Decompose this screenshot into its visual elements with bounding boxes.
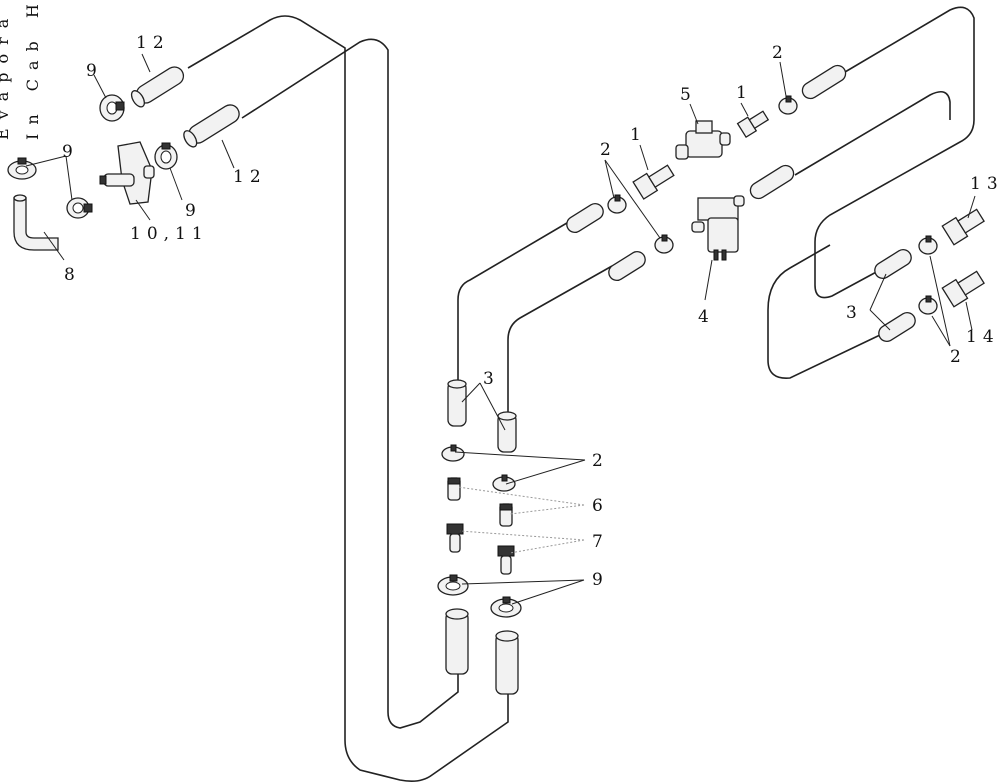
fitting-8-elbow	[13, 194, 59, 251]
callout-13: 13	[970, 174, 1000, 194]
fitting-1-center	[632, 164, 675, 200]
hose-routing	[187, 6, 975, 782]
callout-1-center: 1	[630, 125, 647, 145]
clamp-2-right-a	[918, 235, 938, 255]
hose-center-right	[507, 265, 613, 418]
clamp-2-right-b	[918, 295, 938, 315]
side-title-line1: Evapora	[0, 10, 12, 140]
clamp-2-vert-b	[492, 474, 516, 492]
callout-14: 14	[966, 327, 1000, 347]
callout-10-11: 10,11	[130, 224, 209, 244]
clamp-9-upper-left	[99, 94, 125, 122]
hose-segments	[130, 64, 916, 695]
side-title-line2: In Cab H	[23, 0, 42, 140]
fitting-6-a	[447, 477, 461, 501]
hose-piece-right-b	[878, 311, 916, 343]
fitting-7-b	[497, 545, 515, 575]
hose-piece-vert-3a-end	[447, 379, 467, 389]
hose-center-left	[457, 219, 573, 385]
fitting-14	[941, 270, 985, 308]
callout-2-center: 2	[600, 140, 617, 160]
callout-9-bottom: 9	[592, 570, 609, 590]
hose-piece-bottom-b-end	[495, 630, 519, 642]
callout-4: 4	[698, 307, 715, 327]
callout-6: 6	[592, 496, 609, 516]
clamp-9-far-left	[7, 157, 37, 180]
fitting-7-a	[446, 523, 464, 553]
clamp-9-bottom-b	[490, 596, 522, 618]
clamp-2-vert-a	[441, 444, 465, 462]
callouts: 1 1 2 2 2 2 3 3 4 5 6 7 8 9 9 9 9 10,11 …	[62, 33, 1000, 590]
callout-7: 7	[592, 532, 609, 552]
callout-3-right: 3	[846, 303, 863, 323]
hose-lower-right	[767, 310, 881, 379]
leader-lines	[25, 53, 976, 605]
hose-piece-right-a	[874, 248, 912, 280]
hose-piece-12-upper	[130, 66, 185, 108]
callout-2-top: 2	[772, 43, 789, 63]
callout-9-left: 9	[62, 142, 79, 162]
hose-piece-center-a	[566, 202, 604, 234]
clamp-9-right-of-valve	[154, 142, 178, 170]
fitting-13	[941, 208, 985, 246]
clamp-9-bottom-a	[437, 574, 469, 596]
callout-12-upper: 12	[136, 33, 170, 53]
callout-3-vertical: 3	[483, 369, 500, 389]
hose-piece-vert-3b-end	[497, 411, 517, 421]
hose-piece-bottom-a	[445, 611, 469, 675]
callout-2-right: 2	[950, 347, 967, 367]
callout-2-vertical: 2	[592, 451, 609, 471]
hose-piece-center-b	[608, 250, 646, 282]
hose-left-inner	[241, 38, 459, 729]
callout-1-upper: 1	[736, 83, 753, 103]
hose-lower-right-b	[767, 244, 831, 311]
callout-9-right: 9	[185, 201, 202, 221]
callout-8: 8	[64, 265, 81, 285]
fitting-1-upper	[736, 110, 770, 139]
hose-piece-bottom-b	[495, 633, 519, 695]
fitting-5-valve	[675, 120, 731, 160]
clamp-2-center-b	[654, 234, 674, 254]
fittings	[13, 110, 985, 575]
clamp-2-center-a	[607, 194, 627, 214]
hose-piece-mid-right	[749, 164, 795, 200]
callout-12-lower: 12	[233, 167, 267, 187]
hose-left-outer	[187, 15, 509, 782]
hose-mid-right	[794, 90, 951, 176]
hose-top-right	[814, 6, 975, 299]
clamp-9-left-mid	[66, 197, 93, 219]
clamps	[7, 94, 938, 618]
fitting-4-solenoid	[691, 195, 745, 261]
side-title: Evapora In Cab H	[0, 0, 42, 140]
callout-5: 5	[680, 85, 697, 105]
hose-piece-bottom-a-end	[445, 608, 469, 620]
hose-piece-12-lower	[183, 104, 240, 148]
callout-9-upper: 9	[86, 61, 103, 81]
hose-piece-top-right	[801, 64, 847, 100]
fitting-6-b	[499, 503, 513, 527]
fitting-10-11-valve	[99, 141, 155, 205]
clamp-2-top-right	[778, 95, 798, 115]
